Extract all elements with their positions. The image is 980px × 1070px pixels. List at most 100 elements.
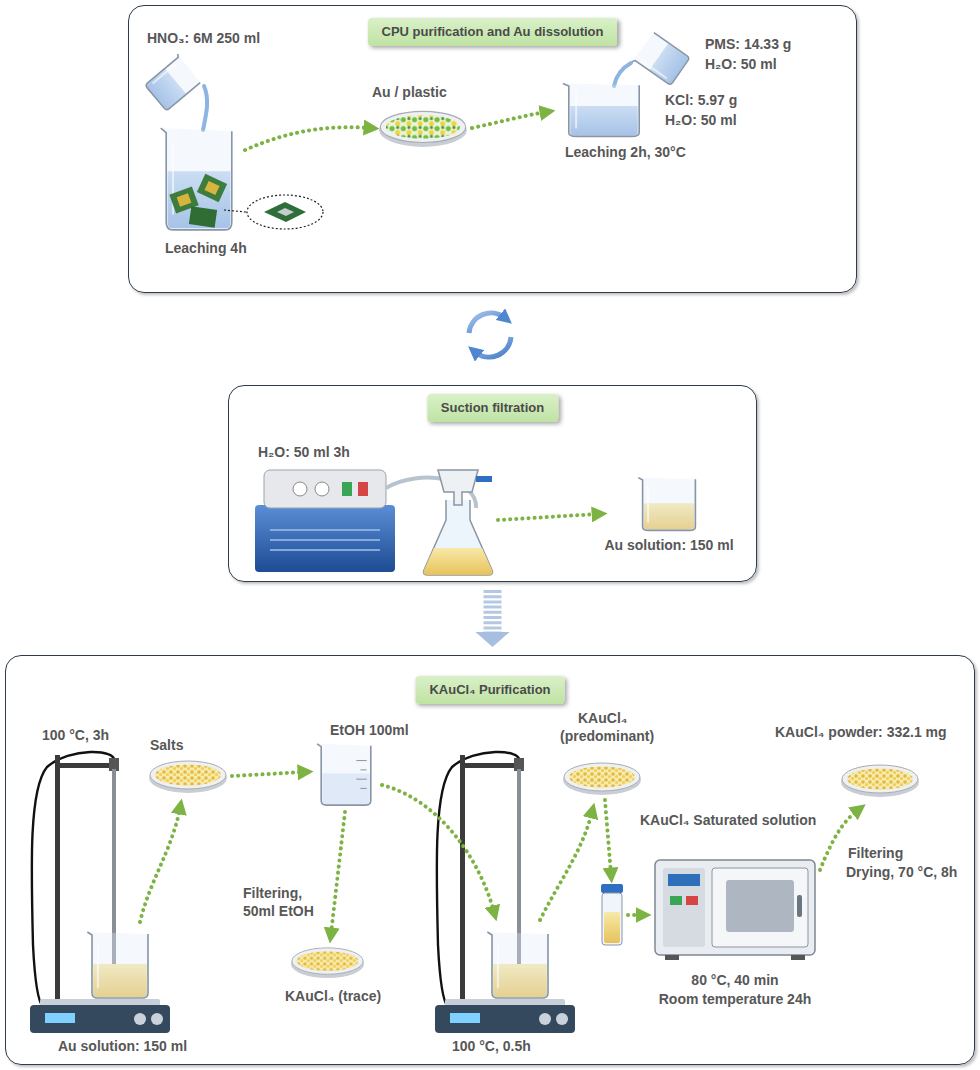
step-label: KAuCl₄ powder: 332.1 mg	[775, 724, 947, 741]
process-arrow	[628, 913, 642, 917]
vial	[601, 884, 623, 945]
drying-oven	[655, 860, 815, 955]
leaching-beaker	[563, 84, 639, 137]
filter-flask	[424, 500, 493, 575]
drying-oven	[712, 868, 808, 947]
process-panel: KAuCl₄ Purification	[5, 655, 975, 1065]
step-label: Au / plastic	[372, 84, 447, 101]
step-label: 80 °C, 40 min	[691, 972, 778, 989]
step-label: H₂O: 50 ml 3h	[258, 444, 350, 461]
vial	[604, 912, 620, 943]
process-arrow	[140, 772, 858, 934]
cycle-symbol	[469, 313, 505, 333]
trace-dish	[291, 948, 364, 978]
process-arrow	[331, 812, 345, 934]
pouring-beaker	[614, 32, 690, 88]
cpu-chips	[189, 206, 217, 227]
step-label: Filtering	[848, 845, 903, 862]
product-dish	[563, 763, 641, 795]
chip-callout	[224, 195, 323, 229]
step-label: Filtering,	[243, 885, 302, 902]
step-label: Leaching 2h, 30°C	[565, 144, 686, 161]
title-tag: Suction filtration	[427, 394, 558, 422]
drying-oven	[665, 955, 679, 960]
drying-oven	[791, 955, 805, 960]
panel-title: CPU purification and Au dissolution	[382, 24, 604, 40]
powder-dish	[841, 765, 919, 797]
step-label: Salts	[150, 737, 183, 754]
process-arrow	[382, 785, 494, 912]
drying-oven	[668, 874, 700, 886]
cycle-symbol	[475, 337, 511, 357]
cycle-symbol	[469, 313, 511, 357]
trace-dish	[291, 948, 364, 978]
step-label: KAuCl₄ (trace)	[285, 988, 381, 1005]
process-arrow	[245, 127, 370, 150]
step-label: EtOH 100ml	[330, 722, 409, 739]
chip-callout	[277, 208, 294, 216]
drying-oven	[686, 896, 698, 905]
vacuum-pump	[358, 482, 368, 496]
powder-dish	[841, 765, 919, 797]
arrow-head	[476, 632, 510, 647]
title-tag: KAuCl₄ Purification	[415, 676, 564, 704]
step-label: KAuCl₄ Saturated solution	[640, 812, 816, 829]
vacuum-pump	[264, 470, 386, 508]
step-label: Au solution: 150 ml	[58, 1038, 187, 1055]
product-dish	[563, 763, 641, 795]
au-plastic-dish	[379, 111, 467, 147]
ethanol-beaker	[317, 744, 371, 805]
step-label: H₂O: 50 ml	[665, 112, 737, 129]
step-label: KAuCl₄	[578, 710, 627, 727]
pouring-beaker	[143, 54, 201, 111]
leaching-beaker	[161, 128, 232, 230]
step-label: KCl: 5.97 g	[665, 92, 737, 109]
drying-oven	[663, 868, 705, 947]
pouring-beaker	[203, 86, 207, 130]
step-label: 100 °C, 3h	[42, 727, 109, 744]
step-label: Au solution: 150 ml	[604, 537, 733, 554]
filter-flask	[438, 470, 478, 505]
pouring-beaker	[632, 32, 690, 88]
gold-solution-beaker	[638, 478, 695, 531]
process-arrow	[498, 514, 598, 520]
drying-oven	[726, 880, 794, 932]
process-arrow	[245, 112, 546, 150]
flow-arrow-shaft	[484, 590, 502, 632]
step-label: Drying, 70 °C, 8h	[846, 864, 957, 881]
step-label: Leaching 4h	[165, 240, 247, 257]
title-tag: CPU purification and Au dissolution	[368, 18, 618, 46]
cpu-chips	[169, 174, 227, 228]
process-arrow	[472, 112, 546, 128]
panel-title: KAuCl₄ Purification	[429, 682, 550, 698]
step-label: H₂O: 50 ml	[705, 56, 777, 73]
vacuum-pump	[342, 482, 352, 496]
salts-dish	[149, 761, 227, 793]
drying-oven	[655, 860, 815, 960]
step-label: PMS: 14.33 g	[705, 36, 791, 53]
drying-oven	[797, 895, 802, 917]
chip-callout	[247, 195, 323, 229]
drying-oven	[670, 896, 682, 905]
ethanol-beaker	[317, 744, 371, 805]
vacuum-pump	[255, 505, 395, 572]
process-arrow	[540, 812, 592, 920]
filter-flask	[424, 470, 493, 575]
filter-flask	[424, 548, 493, 575]
vial	[601, 884, 623, 893]
process-arrow	[232, 772, 304, 776]
panel-title: Suction filtration	[441, 400, 544, 416]
step-label: 50ml EtOH	[243, 903, 314, 920]
cpu-chips	[197, 174, 227, 202]
hotplate-stand	[487, 932, 548, 998]
pouring-beaker	[614, 63, 631, 86]
step-label: HNO₃: 6M 250 ml	[147, 30, 260, 47]
process-arrow	[605, 800, 611, 874]
flow-arrow	[476, 590, 510, 647]
cpu-chips	[204, 181, 219, 195]
process-arrow	[498, 514, 598, 520]
pouring-beaker	[143, 54, 207, 130]
vacuum-pump	[293, 482, 307, 496]
chip-callout	[264, 202, 306, 222]
cpu-chips	[177, 193, 192, 207]
